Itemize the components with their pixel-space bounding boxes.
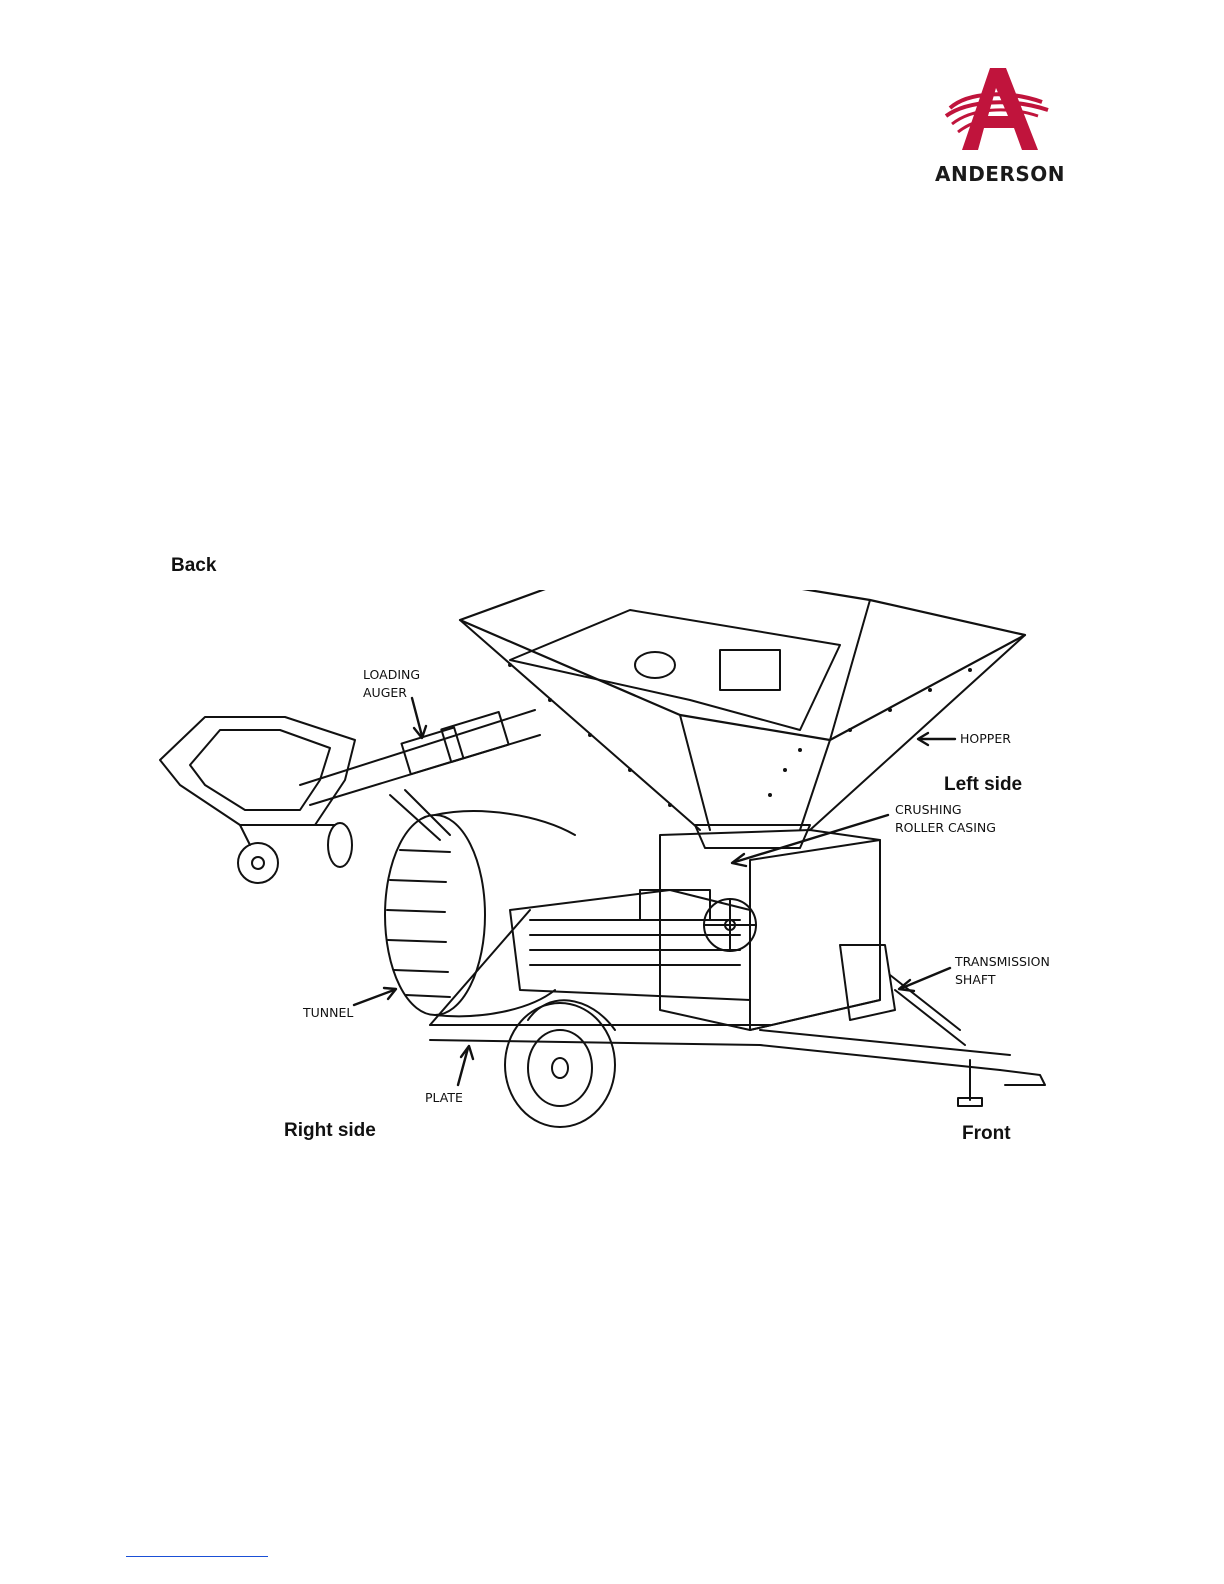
- tunnel-drum-drawing: [385, 811, 575, 1016]
- anderson-logo: ANDERSON: [930, 62, 1070, 186]
- logo-wordmark: ANDERSON: [930, 162, 1070, 186]
- chassis-drawing: [430, 910, 1045, 1106]
- label-back: Back: [171, 555, 216, 577]
- anderson-logo-mark: [938, 62, 1062, 162]
- wheel-drawing: [505, 1000, 615, 1127]
- hopper-drawing: [460, 590, 1025, 848]
- loading-auger-drawing: [160, 710, 540, 883]
- footer-rule: [126, 1556, 268, 1557]
- grain-bagger-diagram: [150, 590, 1060, 1140]
